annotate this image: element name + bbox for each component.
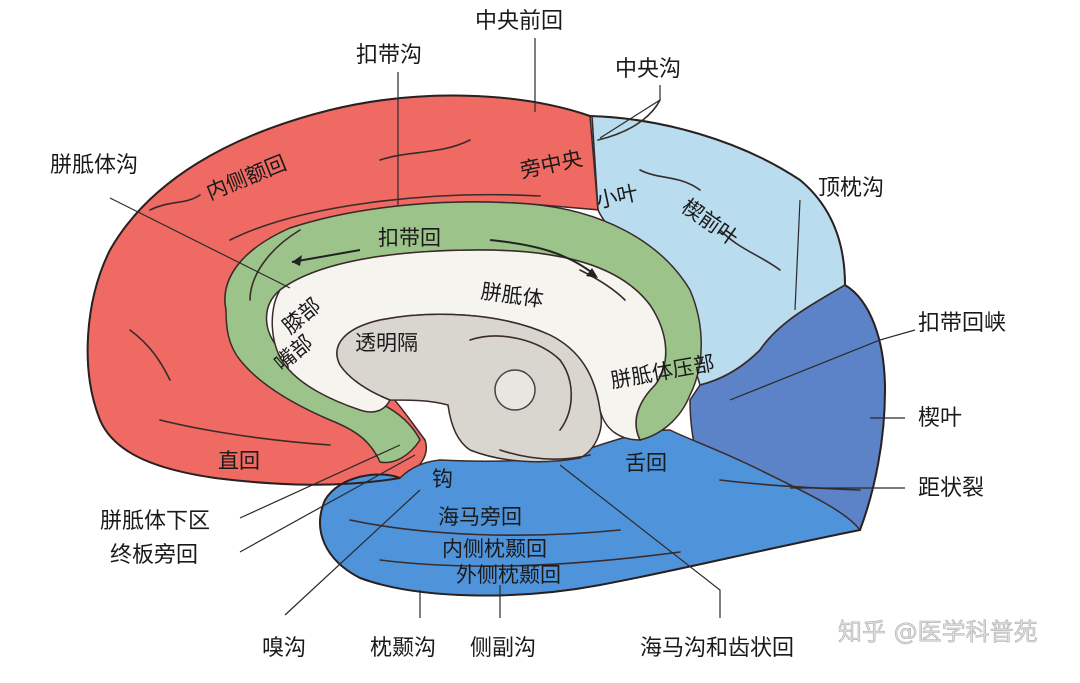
label-rhinal-sulcus: 嗅沟 — [262, 636, 306, 661]
label-parahippocampal: 海马旁回 — [438, 505, 522, 529]
label-cingulate-sulcus: 扣带沟 — [356, 43, 422, 68]
label-calcarine: 距状裂 — [918, 476, 984, 501]
label-lateral-occipitotemporal: 外侧枕颞回 — [456, 563, 561, 587]
label-cuneus: 楔叶 — [918, 406, 962, 431]
label-medial-occipitotemporal: 内侧枕颞回 — [442, 537, 547, 561]
watermark: 知乎 @医学科普苑 — [838, 618, 1038, 646]
label-paraterminal-gyrus: 终板旁回 — [110, 543, 198, 568]
region-septum — [336, 313, 602, 463]
label-collateral-sulcus: 侧副沟 — [470, 636, 536, 661]
label-occipitotemporal-sulcus: 枕颞沟 — [370, 636, 436, 661]
label-central-sulcus: 中央沟 — [615, 57, 681, 82]
label-parieto-occipital-sulcus: 顶枕沟 — [818, 176, 884, 201]
label-hippocampal-dentate: 海马沟和齿状回 — [640, 636, 794, 661]
leader-lines — [109, 38, 916, 618]
thalamus-mark — [494, 369, 536, 411]
brain-regions — [86, 94, 886, 597]
label-lingual: 舌回 — [625, 451, 667, 475]
sulci-lines — [86, 94, 887, 597]
external-labels: 中央前回 扣带沟 中央沟 胼胝体沟 顶枕沟 扣带回峡 楔叶 距状裂 胼胝体下区 … — [50, 9, 1006, 661]
label-precentral-gyrus: 中央前回 — [475, 9, 563, 34]
label-callosal-sulcus: 胼胝体沟 — [50, 153, 138, 178]
label-uncus: 钩 — [432, 467, 453, 491]
label-gyrus-rectus: 直回 — [218, 449, 260, 473]
label-cingulate-gyrus: 扣带回 — [378, 226, 441, 250]
label-septum: 透明隔 — [355, 331, 418, 355]
label-isthmus: 扣带回峡 — [918, 311, 1006, 336]
label-subcallosal-area: 胼胝体下区 — [100, 509, 210, 534]
